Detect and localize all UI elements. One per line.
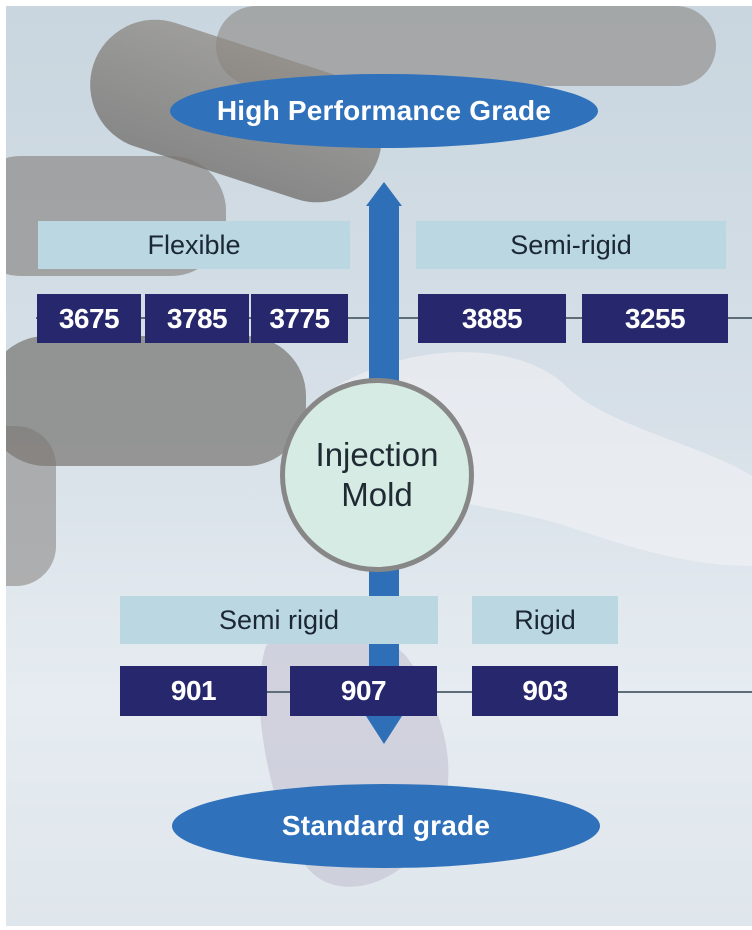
category-semi-rigid-upper: Semi-rigid	[416, 221, 726, 269]
code-903: 903	[472, 666, 618, 716]
code-3675: 3675	[37, 294, 141, 343]
center-label-line2: Mold	[341, 476, 413, 513]
code-3775: 3775	[251, 294, 348, 343]
category-rigid: Rigid	[472, 596, 618, 644]
injection-mold-circle: Injection Mold	[280, 378, 474, 572]
code-3255: 3255	[582, 294, 728, 343]
code-901: 901	[120, 666, 267, 716]
high-performance-grade-oval: High Performance Grade	[170, 74, 598, 148]
standard-grade-oval: Standard grade	[172, 784, 600, 868]
code-907: 907	[290, 666, 437, 716]
category-flexible: Flexible	[38, 221, 350, 269]
up-arrow-shaft	[369, 202, 399, 392]
down-arrow-head	[366, 716, 402, 744]
diagram-frame: High Performance Grade Standard grade Fl…	[6, 6, 752, 926]
center-label-line1: Injection	[315, 436, 439, 473]
code-3885: 3885	[418, 294, 566, 343]
category-semi-rigid-lower: Semi rigid	[120, 596, 438, 644]
code-3785: 3785	[145, 294, 249, 343]
